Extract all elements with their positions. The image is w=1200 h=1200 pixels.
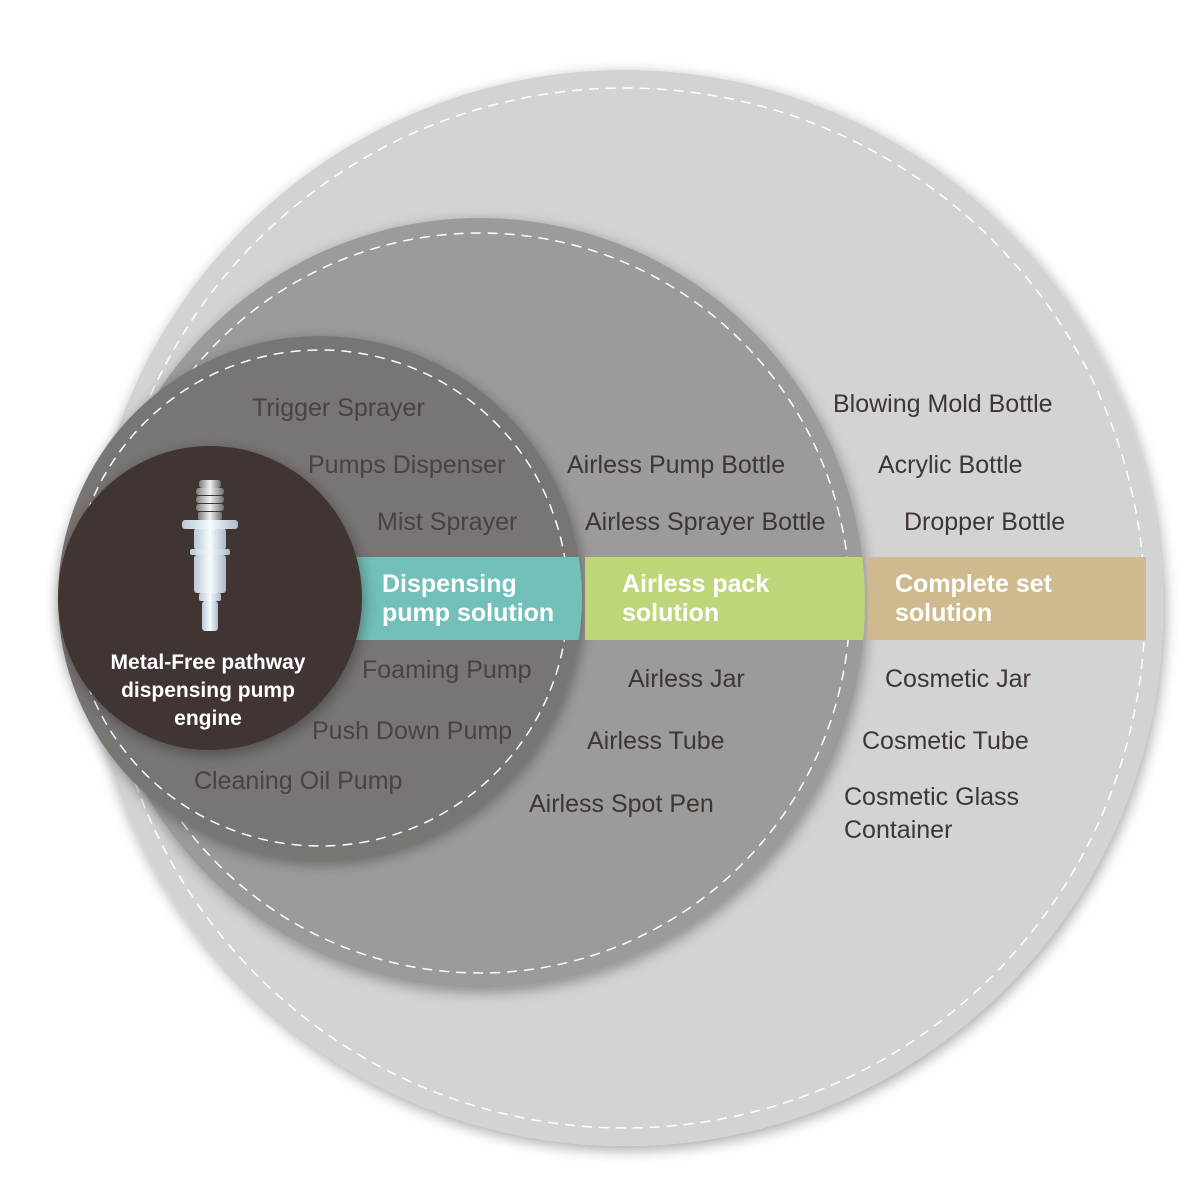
core-label: Metal-Free pathway dispensing pump engin… [111, 651, 306, 730]
item-foaming-pump: Foaming Pump [362, 656, 532, 684]
item-blowing-mold-bottle: Blowing Mold Bottle [833, 390, 1053, 418]
item-airless-jar: Airless Jar [628, 665, 745, 693]
item-cosmetic-glass-container-line-2: Container [844, 816, 952, 844]
core-label-line-2: dispensing pump [121, 679, 295, 702]
core-label-line-3: engine [174, 707, 242, 730]
item-cosmetic-tube: Cosmetic Tube [862, 727, 1029, 755]
band-complete-label-line-2: solution [895, 599, 992, 627]
item-airless-spot-pen: Airless Spot Pen [529, 790, 714, 818]
item-cosmetic-jar: Cosmetic Jar [885, 665, 1031, 693]
band-labels: Dispensing pump solution Airless pack so… [382, 570, 1053, 627]
item-acrylic-bottle: Acrylic Bottle [878, 451, 1022, 479]
band-airless-label-line-1: Airless pack [622, 570, 769, 598]
item-dropper-bottle: Dropper Bottle [904, 508, 1065, 536]
item-push-down-pump: Push Down Pump [312, 717, 512, 745]
core-label-line-1: Metal-Free pathway [111, 651, 306, 674]
band-dispensing-label-line-1: Dispensing [382, 570, 517, 598]
item-cleaning-oil-pump: Cleaning Oil Pump [194, 767, 402, 795]
band-dispensing-label-line-2: pump solution [382, 599, 554, 627]
item-trigger-sprayer: Trigger Sprayer [252, 394, 425, 422]
inner-ring-items: Trigger Sprayer Pumps Dispenser Mist Spr… [194, 394, 532, 795]
item-airless-pump-bottle: Airless Pump Bottle [567, 451, 785, 479]
band-complete-set [868, 557, 1146, 640]
item-cosmetic-glass-container-line-1: Cosmetic Glass [844, 783, 1019, 811]
band-airless-label-line-2: solution [622, 599, 719, 627]
band-dispensing-pump [340, 557, 582, 640]
band-airless-pack [585, 557, 865, 640]
pump-engine-icon [182, 480, 238, 631]
item-mist-sprayer: Mist Sprayer [377, 508, 517, 536]
middle-ring-items: Airless Pump Bottle Airless Sprayer Bott… [529, 451, 825, 818]
band-complete-label-line-1: Complete set [895, 570, 1053, 598]
item-pumps-dispenser: Pumps Dispenser [308, 451, 505, 479]
outer-ring-items: Blowing Mold Bottle Acrylic Bottle Dropp… [833, 390, 1065, 844]
item-airless-tube: Airless Tube [587, 727, 725, 755]
solution-bands [340, 557, 1146, 640]
item-airless-sprayer-bottle: Airless Sprayer Bottle [585, 508, 825, 536]
